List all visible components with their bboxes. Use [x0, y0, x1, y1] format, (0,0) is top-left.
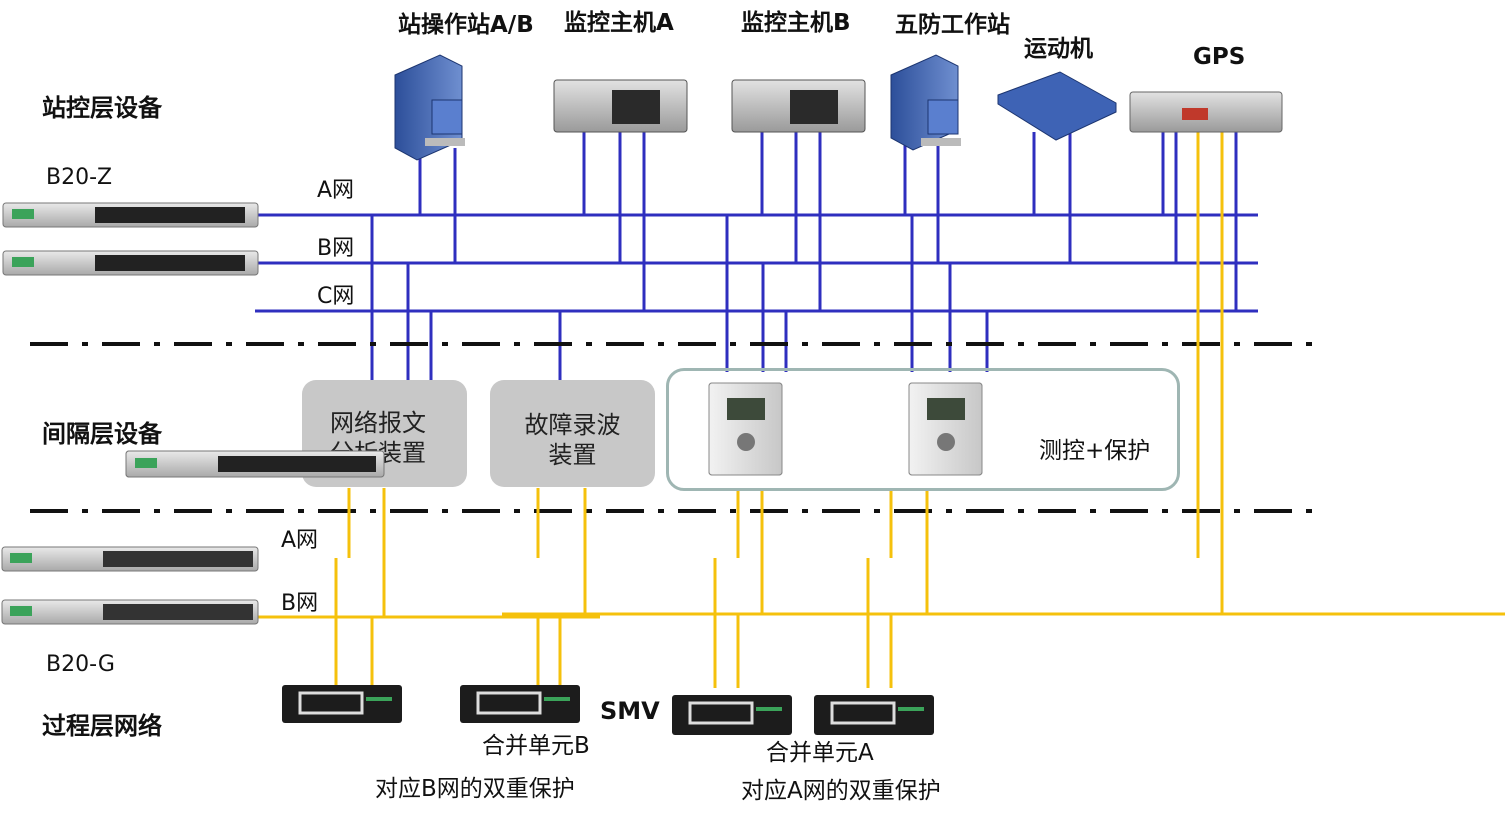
bay-layer-label: 间隔层设备: [42, 420, 162, 448]
merging-unit-2: [460, 685, 580, 723]
network-analyzer-label: 网络报文 分析装置: [302, 408, 454, 468]
process-net-a-label: A网: [281, 528, 319, 553]
process-switch-b: [1, 599, 259, 625]
monitor-host-b-icon: [731, 79, 866, 133]
process-net-b-label: B网: [281, 591, 319, 616]
measure-protect-label: 测控+保护: [1039, 438, 1151, 464]
station-bus-lines: [255, 132, 1258, 385]
station-switch-b: [2, 250, 259, 276]
process-switch-label: B20-G: [46, 652, 115, 677]
gps-label: GPS: [1193, 44, 1246, 70]
fault-recorder-line-2: 装置: [548, 441, 597, 469]
process-layer-label: 过程层网络: [42, 712, 162, 740]
smv-label: SMV: [600, 697, 660, 725]
operator-station-label: 站操作站A/B: [398, 12, 534, 38]
process-switch-a: [1, 546, 259, 572]
fault-recorder-box: [490, 380, 655, 487]
network-analyzer-line-2: 分析装置: [330, 439, 426, 467]
network-analyzer-line-1: 网络报文: [330, 409, 426, 437]
fault-recorder-line-1: 故障录波: [524, 411, 621, 439]
merging-unit-3: [672, 695, 792, 735]
gps-icon: [1129, 91, 1283, 133]
station-net-a-label: A网: [317, 178, 355, 203]
five-prevention-icon: [890, 54, 961, 151]
station-switch-label: B20-Z: [46, 165, 113, 190]
telecontrol-label: 运动机: [1024, 36, 1093, 62]
monitor-host-a-icon: [553, 79, 688, 133]
merging-unit-a-label: 合并单元A: [766, 740, 874, 766]
merging-unit-4: [814, 695, 934, 735]
dual-protect-b-label: 对应B网的双重保护: [375, 776, 575, 802]
dual-protect-a-label: 对应A网的双重保护: [741, 778, 941, 804]
measure-protect-group: [666, 368, 1180, 491]
station-switch-a: [2, 202, 259, 228]
process-bus-lines: [258, 132, 1505, 688]
merging-unit-1: [282, 685, 402, 723]
station-net-c-label: C网: [317, 284, 355, 309]
station-layer-label: 站控层设备: [42, 94, 162, 122]
monitor-host-b-label: 监控主机B: [741, 10, 851, 36]
merging-unit-b-label: 合并单元B: [482, 733, 590, 759]
operator-station-icon: [394, 54, 465, 161]
telecontrol-icon: [997, 71, 1117, 141]
fault-recorder-label: 故障录波 装置: [490, 410, 655, 470]
five-prevention-label: 五防工作站: [895, 12, 1010, 38]
station-net-b-label: B网: [317, 236, 355, 261]
monitor-host-a-label: 监控主机A: [564, 10, 674, 36]
